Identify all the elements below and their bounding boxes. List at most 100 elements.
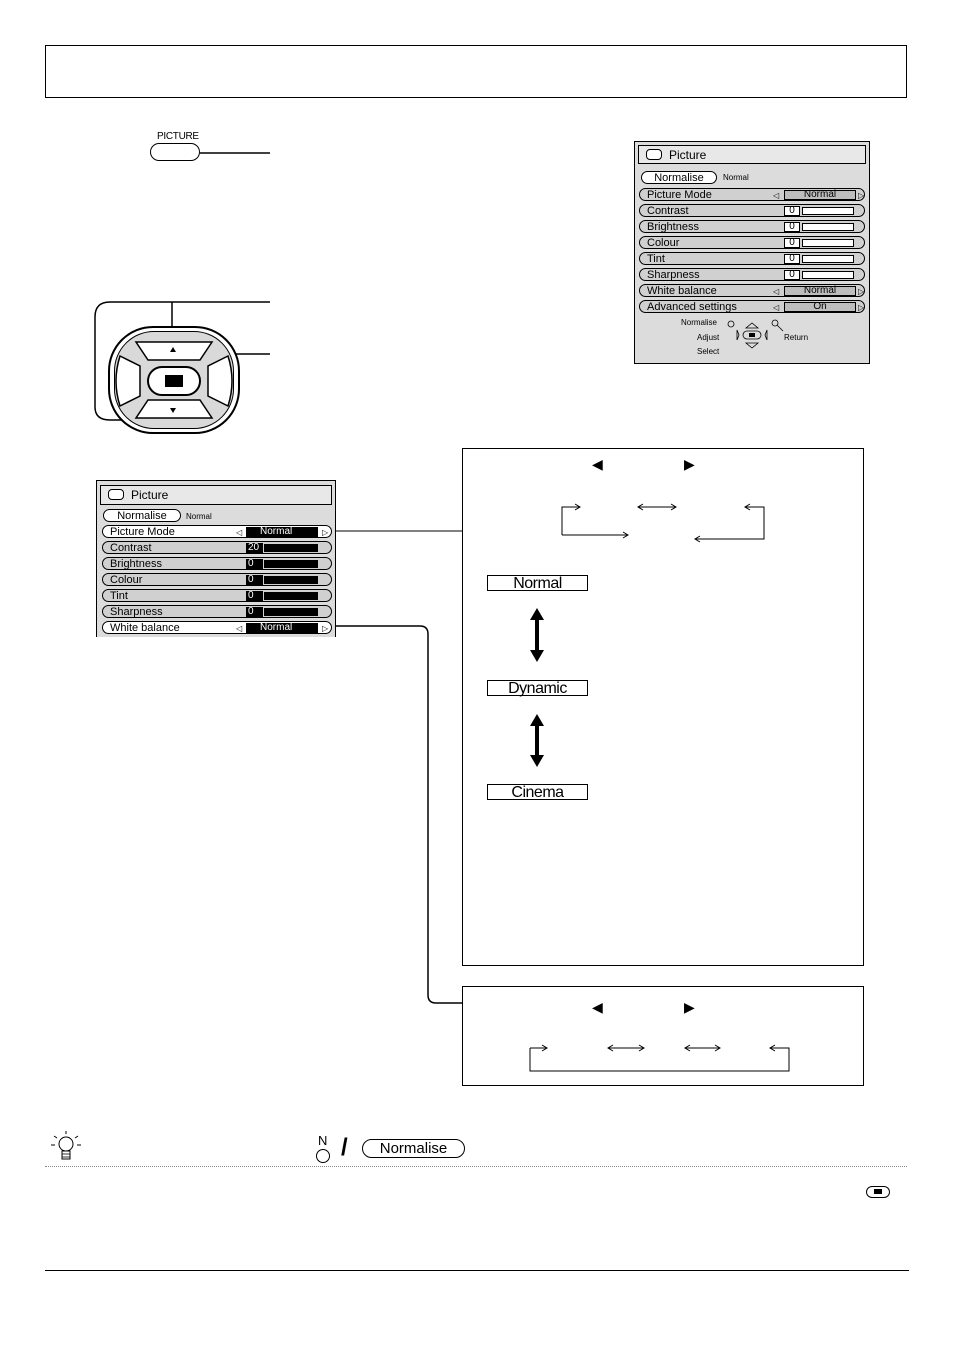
slider-bar [802, 207, 854, 215]
tip-lightbulb-icon [51, 1131, 81, 1160]
row-label: White balance [647, 285, 717, 297]
normalise-status: Normal [723, 173, 749, 182]
screen-icon [646, 149, 662, 160]
menu-row-picture-mode[interactable]: Picture Mode ◁ Normal ▷ [639, 188, 865, 201]
row-label: Sharpness [110, 606, 163, 618]
arrow-left-icon: ◁ [236, 528, 243, 537]
arrow-right-icon: ▷ [322, 624, 329, 633]
row-value: 0 [784, 270, 800, 280]
row-label: Brightness [110, 558, 162, 570]
slider-bar [264, 592, 318, 600]
right-triangle-icon: ▶ [684, 456, 695, 472]
row-value: 0 [784, 238, 800, 248]
menu-row-colour[interactable]: Colour 0 [102, 573, 332, 586]
dotted-divider [45, 1166, 907, 1167]
n-button-label: N [318, 1133, 328, 1148]
n-button[interactable] [316, 1149, 330, 1163]
picture-button[interactable] [150, 143, 200, 161]
mode-normal-label: Normal [487, 575, 588, 592]
osd-picture-menu-top: Picture Normalise Normal Picture Mode ◁ … [634, 141, 870, 364]
menu-row-contrast[interactable]: Contrast 0 [639, 204, 865, 217]
white-balance-box [462, 986, 864, 1086]
menu-row-colour[interactable]: Colour 0 [639, 236, 865, 249]
double-arrows-icon [530, 608, 544, 767]
row-label: Tint [110, 590, 128, 602]
row-value: 0 [246, 607, 263, 617]
action-key[interactable] [147, 366, 201, 396]
row-value: On [784, 302, 856, 312]
slider-bar [264, 560, 318, 568]
picture-button-label: PICTURE [157, 131, 199, 142]
action-button-icon [866, 1186, 890, 1198]
row-label: Brightness [647, 221, 699, 233]
arrow-left-icon: ◁ [236, 624, 243, 633]
arrow-right-icon: ▷ [322, 528, 329, 537]
footer-rule [45, 1270, 909, 1271]
menu-row-contrast[interactable]: Contrast 20 [102, 541, 332, 554]
normalise-button[interactable]: Normalise [362, 1139, 465, 1158]
menu-row-sharpness[interactable]: Sharpness 0 [102, 605, 332, 618]
row-label: White balance [110, 622, 180, 634]
picture-mode-box [462, 448, 864, 966]
row-label: Contrast [647, 205, 689, 217]
menu-header: Picture [100, 485, 332, 505]
menu-title: Picture [131, 488, 169, 502]
arrow-right-icon: ▷ [858, 303, 865, 312]
slider-bar [264, 544, 318, 552]
row-label: Contrast [110, 542, 152, 554]
mode-cinema-label: Cinema [487, 784, 588, 801]
row-label: Picture Mode [110, 526, 175, 538]
title-box [45, 45, 907, 98]
mode-dynamic-label: Dynamic [487, 680, 588, 697]
row-value: Normal [246, 527, 318, 537]
row-label: Colour [647, 237, 680, 249]
slider-bar [802, 255, 854, 263]
cycle-arrows-icon [529, 1044, 790, 1072]
cycle-arrows-icon [561, 503, 765, 543]
osd-picture-menu-left: Picture Normalise Normal Picture Mode ◁ … [96, 480, 336, 637]
menu-header: Picture [638, 145, 866, 164]
row-label: Advanced settings [647, 301, 737, 313]
slash-separator: / [341, 1134, 348, 1161]
arrow-left-icon: ◁ [773, 287, 780, 296]
arrow-left-icon: ◁ [773, 303, 780, 312]
right-triangle-icon: ▶ [684, 999, 695, 1015]
row-value: 0 [784, 254, 800, 264]
footer-select: Select [697, 347, 720, 356]
right-key[interactable] [207, 354, 233, 408]
normalise-status: Normal [186, 512, 212, 521]
slider-bar [802, 223, 854, 231]
menu-row-brightness[interactable]: Brightness 0 [102, 557, 332, 570]
row-value: Normal [784, 286, 856, 296]
arrow-left-icon: ◁ [773, 191, 780, 200]
screen-icon [108, 489, 124, 500]
menu-row-picture-mode[interactable]: Picture Mode ◁ Normal ▷ [102, 525, 332, 538]
row-value: 20 [246, 543, 263, 553]
row-value: Normal [784, 190, 856, 200]
row-label: Colour [110, 574, 143, 586]
normalise-button[interactable]: Normalise [641, 171, 717, 184]
slider-bar [264, 576, 318, 584]
menu-row-sharpness[interactable]: Sharpness 0 [639, 268, 865, 281]
normalise-button[interactable]: Normalise [103, 509, 181, 522]
left-key[interactable] [115, 354, 141, 408]
row-value: Normal [246, 623, 318, 633]
menu-row-advanced-settings[interactable]: Advanced settings ◁ On ▷ [639, 300, 865, 313]
menu-row-white-balance[interactable]: White balance ◁ Normal ▷ [102, 621, 332, 634]
slider-bar [802, 271, 854, 279]
footer-normalise: Normalise [681, 318, 718, 327]
row-label: Tint [647, 253, 665, 265]
menu-row-tint[interactable]: Tint 0 [102, 589, 332, 602]
footer-return: Return [784, 333, 809, 342]
arrow-right-icon: ▷ [858, 191, 865, 200]
row-label: Sharpness [647, 269, 700, 281]
menu-row-brightness[interactable]: Brightness 0 [639, 220, 865, 233]
menu-row-tint[interactable]: Tint 0 [639, 252, 865, 265]
mini-pad-icon [727, 319, 784, 349]
footer-adjust: Adjust [697, 333, 720, 342]
menu-row-white-balance[interactable]: White balance ◁ Normal ▷ [639, 284, 865, 297]
row-value: 0 [246, 559, 263, 569]
row-value: 0 [246, 575, 263, 585]
menu-title: Picture [669, 148, 707, 162]
slider-bar [802, 239, 854, 247]
